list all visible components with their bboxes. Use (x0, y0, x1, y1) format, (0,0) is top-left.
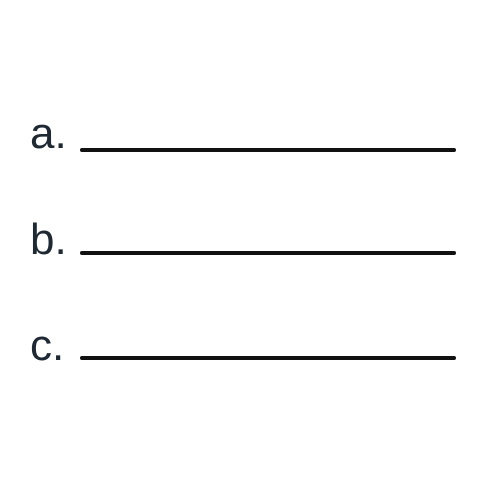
answer-row-b: b. (0, 210, 500, 270)
answer-label-c: c. (30, 321, 65, 370)
answer-blank-line-c (80, 356, 456, 360)
answer-blank-line-a (80, 148, 456, 152)
answer-row-c: c. (0, 316, 500, 376)
answer-label-b: b. (30, 215, 67, 264)
answer-row-a: a. (0, 104, 500, 164)
answer-blank-line-b (80, 251, 456, 255)
answer-label-a: a. (30, 109, 67, 158)
